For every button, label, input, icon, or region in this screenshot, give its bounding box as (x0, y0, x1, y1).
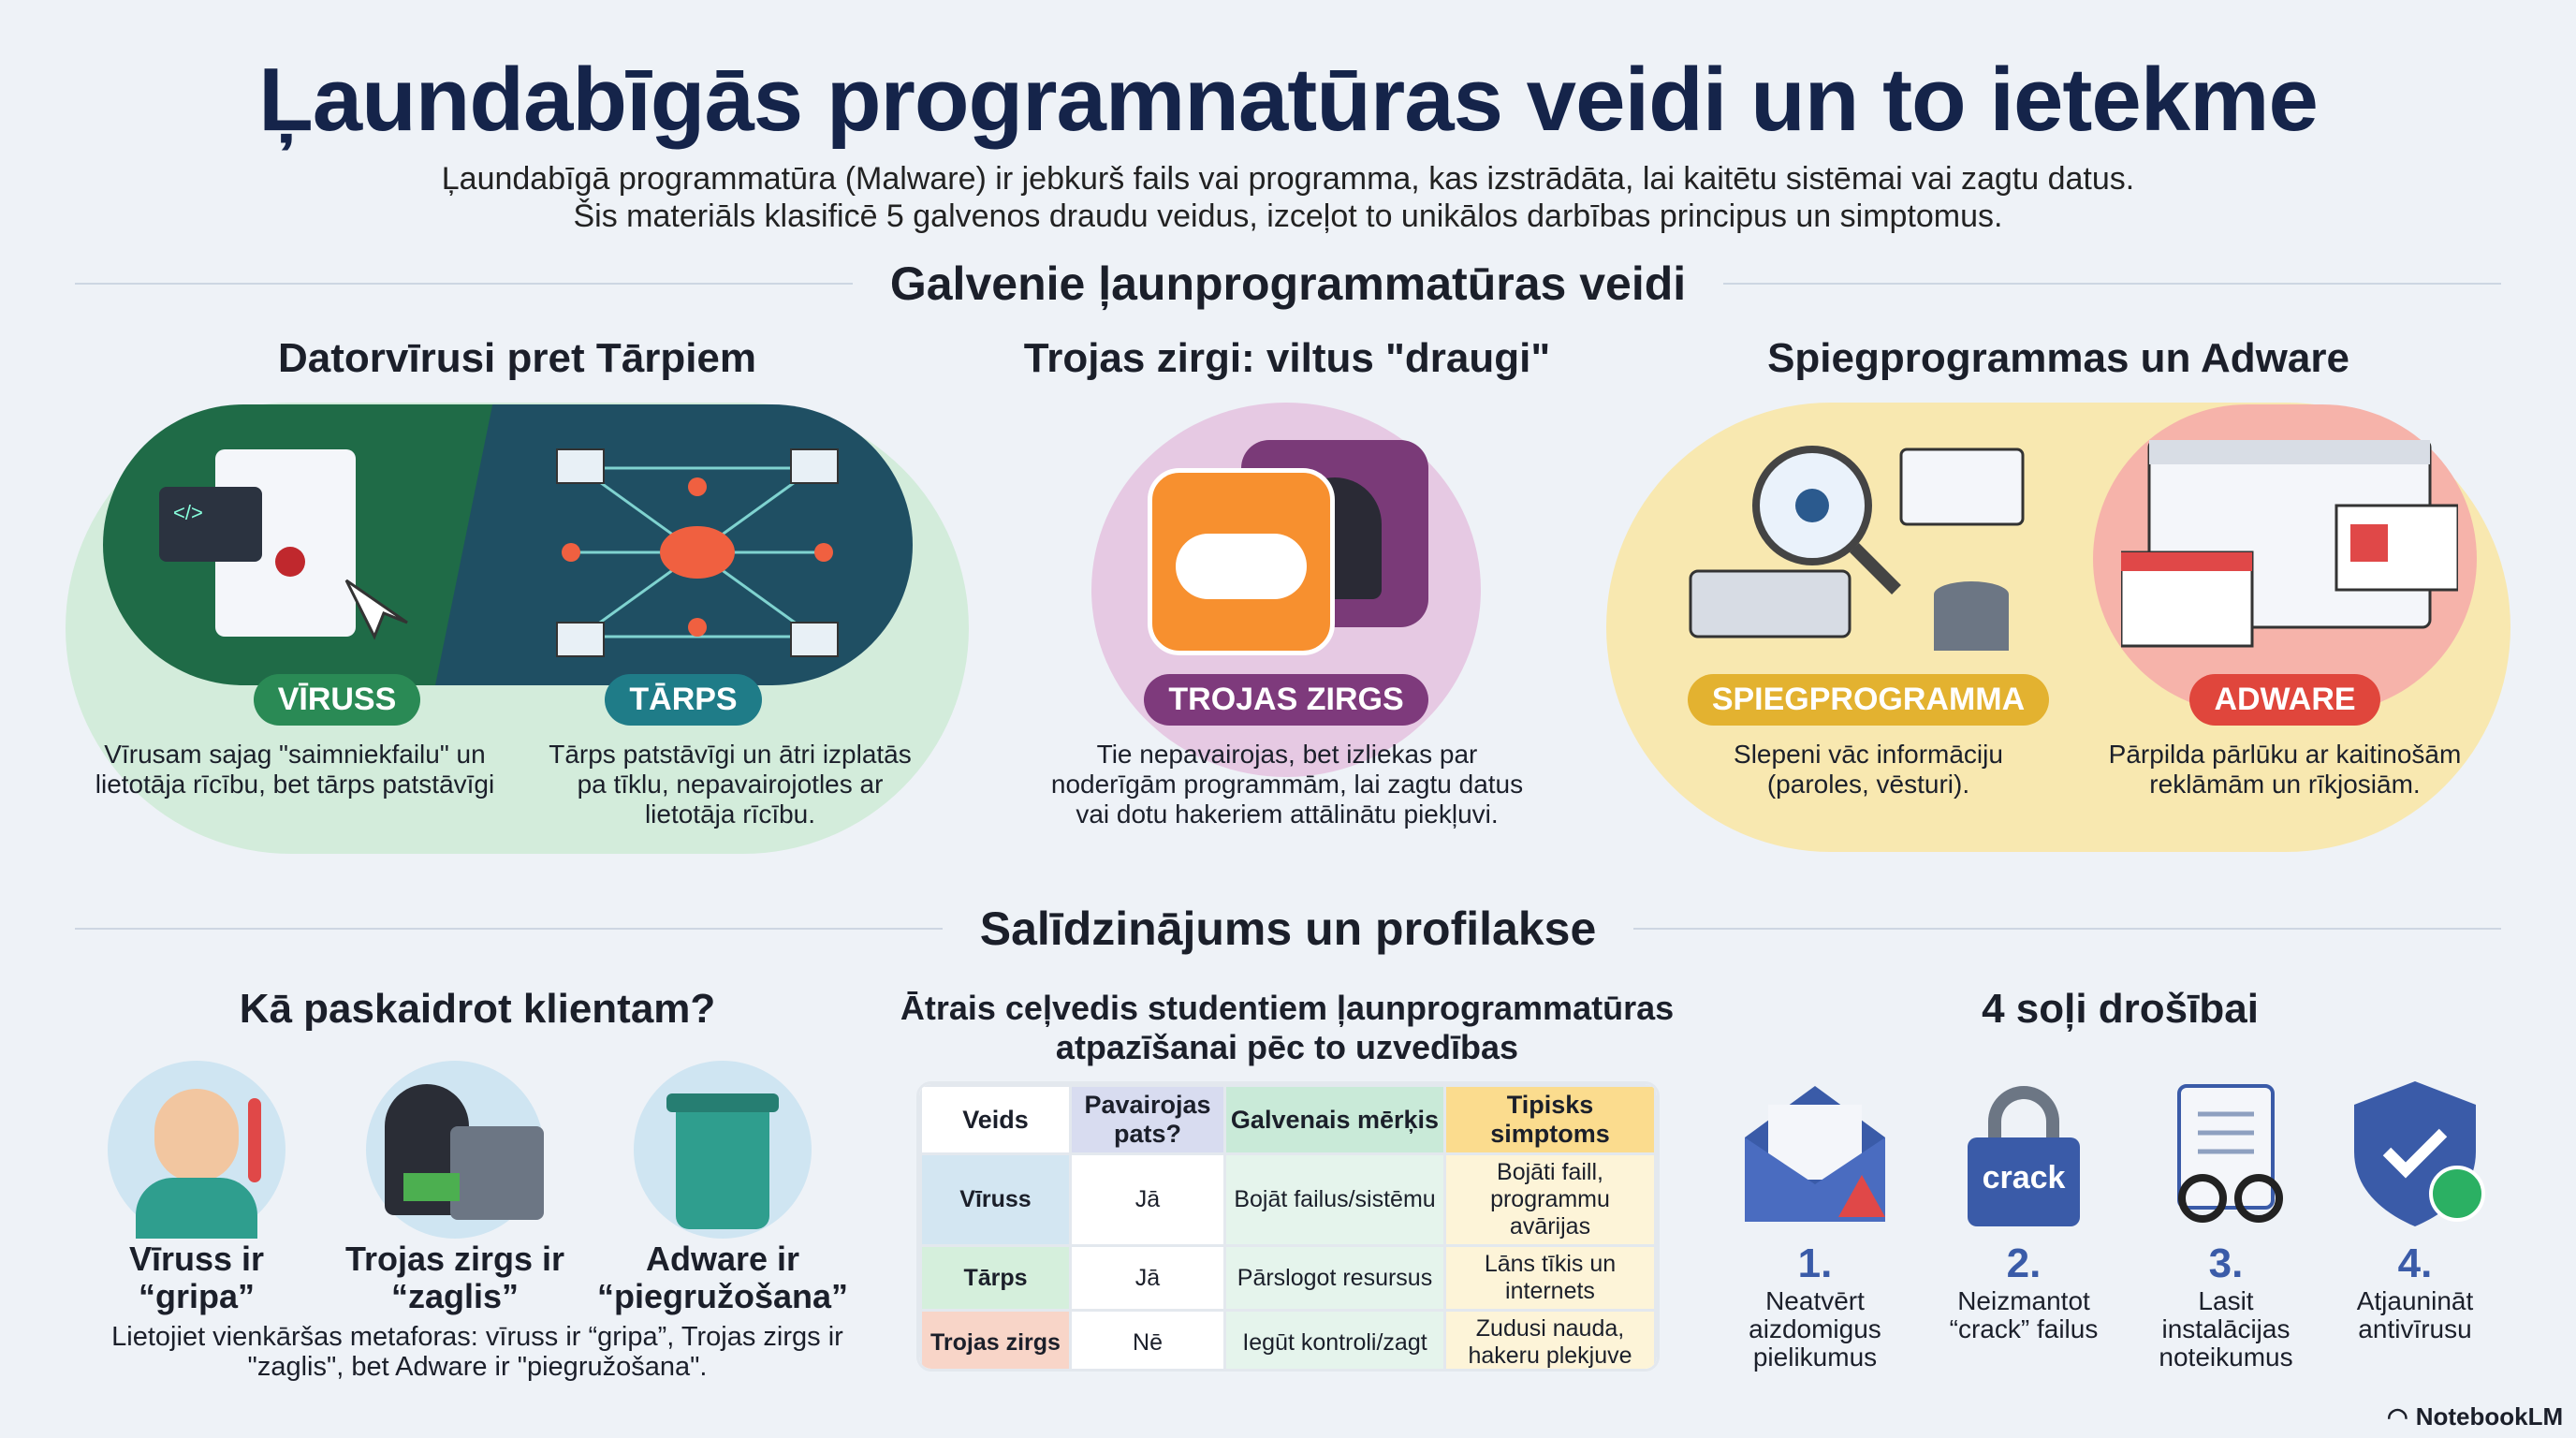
header-type: Veids (919, 1084, 1072, 1155)
step-2: 2.Neizmantot“crack” failus (1949, 1240, 2099, 1343)
worm-network-icon (556, 448, 839, 657)
virus-label-wrap: VĪRUSS (197, 674, 477, 726)
spyware-label: SPIEGPROGRAMMA (1687, 674, 2050, 726)
section-title: Salīdzinājums un profilakse (979, 902, 1597, 955)
notebooklm-logo-icon: ◠ (2387, 1402, 2408, 1431)
shield-check-icon (2354, 1081, 2485, 1226)
spyware-description: Slepeni vāc informāciju(paroles, vēsturi… (1734, 740, 2003, 799)
svg-text:</>: </> (173, 501, 203, 524)
section-header-comparison: Salīdzinājums un profilakse (0, 902, 2576, 956)
section-title: Galvenie ļaunprogrammatūras veidi (889, 257, 1687, 310)
steps-heading: 4 soļi drošībai (1982, 986, 2259, 1032)
metaphor-trojan: Trojas zirgs ir“zaglis” (344, 1240, 565, 1315)
brand-name: NotebookLM (2415, 1402, 2564, 1431)
trash-bin-icon (634, 1061, 812, 1239)
trojan-panel: TROJAS ZIRGS (1091, 403, 1481, 777)
adware-label-wrap: ADWARE (2130, 674, 2439, 726)
adware-label: ADWARE (2189, 674, 2380, 726)
padlock-crack-icon: crack (1968, 1086, 2080, 1226)
subtitle-line: Ļaundabīgā programmatūra (Malware) ir je… (441, 161, 2135, 197)
gamepad-icon (1148, 468, 1335, 655)
crack-text: crack (1968, 1137, 2080, 1226)
header-goal: Galvenais mērķis (1223, 1084, 1446, 1155)
trojan-label-wrap: TROJAS ZIRGS (1091, 674, 1481, 726)
sick-person-icon (108, 1061, 285, 1239)
client-heading: Kā paskaidrot klientam? (239, 986, 716, 1032)
worm-label-wrap: TĀRPS (543, 674, 824, 726)
virus-file-icon: </> (159, 449, 408, 640)
worm-label: TĀRPS (605, 674, 762, 726)
header-self-replicate: Pavairojas pats? (1069, 1084, 1226, 1155)
client-description: Lietojiet vienkāršas metaforas: vīruss i… (111, 1322, 843, 1382)
document-glasses-icon (2177, 1084, 2283, 1223)
trojan-heading: Trojas zirgi: viltus "draugi" (1023, 335, 1551, 381)
adware-browser-icon (2121, 440, 2458, 648)
spy-adware-panel: SPIEGPROGRAMMA ADWARE Slepeni vāc inform… (1606, 403, 2510, 852)
section-header-types: Galvenie ļaunprogrammatūras veidi (0, 257, 2576, 311)
spyware-label-wrap: SPIEGPROGRAMMA (1662, 674, 2074, 726)
brand-watermark: ◠NotebookLM (2387, 1402, 2563, 1431)
trojan-label: TROJAS ZIRGS (1144, 674, 1428, 726)
spy-adware-heading: Spiegprogrammas un Adware (1767, 335, 2349, 381)
metaphor-adware: Adware ir“piegružošana” (596, 1240, 849, 1315)
page-title: Ļaundabīgās programnatūras veidi un to i… (258, 50, 2319, 150)
metaphor-virus: Vīruss ir“gripa” (128, 1240, 265, 1315)
header-symptom: Tipisks simptoms (1443, 1084, 1657, 1155)
virus-worm-heading: Datorvīrusi pret Tārpiem (277, 335, 757, 381)
spyware-icon (1689, 446, 2025, 651)
table-heading: Ātrais ceļvedis studentiem ļaunprogramma… (900, 989, 1675, 1066)
subtitle-line: Šis materiāls klasificē 5 galvenos draud… (573, 198, 2003, 234)
envelope-warning-icon (1745, 1086, 1885, 1222)
virus-worm-panel: </> VĪRUSS TĀRPS Vīrusam sajag "saimniek… (66, 403, 969, 854)
thief-safe-icon (366, 1061, 544, 1239)
virus-label: VĪRUSS (253, 674, 421, 726)
